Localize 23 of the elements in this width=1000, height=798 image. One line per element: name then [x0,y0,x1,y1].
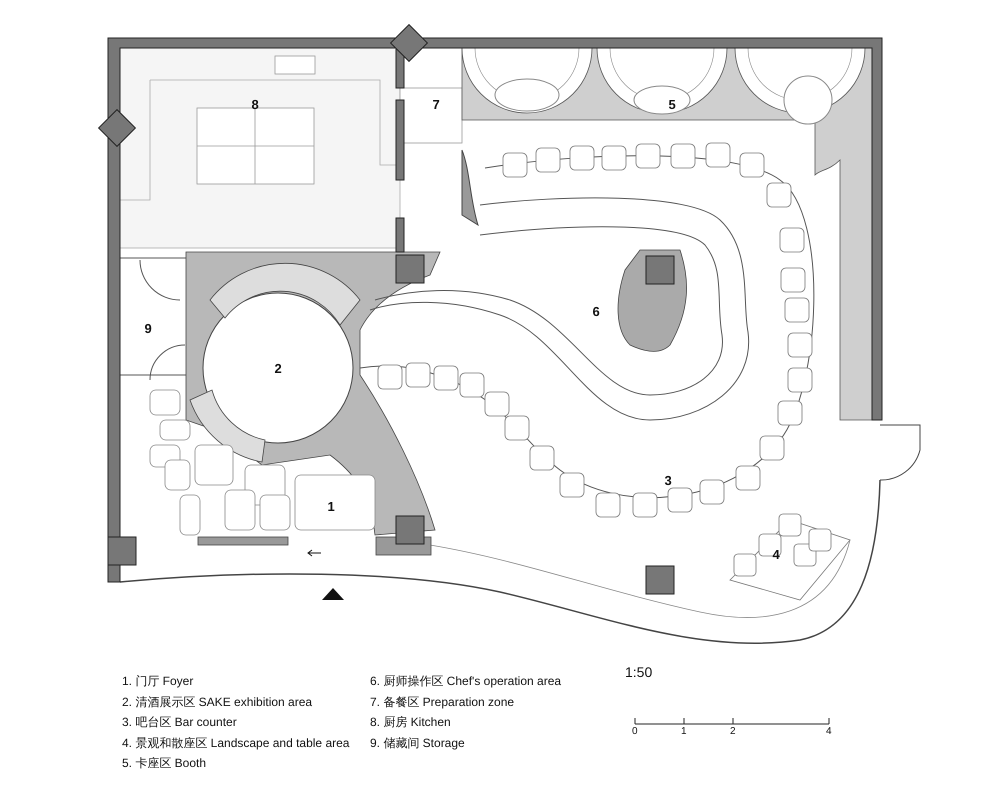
legend-text: 5. 卡座区 Booth [122,757,206,769]
legend-text: 7. 备餐区 Preparation zone [370,696,514,708]
room-number: 4 [772,548,780,561]
scale-tick-label: 0 [632,727,638,737]
room-number: 3 [664,474,672,487]
room-number: 9 [144,322,152,335]
scale-tick-label: 4 [826,727,832,737]
legend-text: 9. 储藏间 Storage [370,736,465,748]
scale-tick-label: 1 [681,727,687,737]
legend-text: 4. 景观和散座区 Landscape and table area [122,736,350,748]
legend-text: 1. 门厅 Foyer [122,675,194,687]
room-number: 8 [252,98,259,111]
legend-text: 3. 吧台区 Bar counter [122,716,237,728]
room-number: 6 [592,305,600,318]
room-number: 5 [668,98,676,111]
legend-text: 2. 清酒展示区 SAKE exhibition area [122,696,312,708]
legend-text: 6. 厨师操作区 Chef's operation area [370,675,562,687]
room-number: 7 [432,98,440,111]
room-number: 2 [274,362,282,375]
scale-tick-label: 2 [730,727,736,737]
legend-text: 8. 厨房 Kitchen [370,716,451,728]
scale-text: 1:50 [625,665,652,679]
room-number: 1 [328,500,335,513]
